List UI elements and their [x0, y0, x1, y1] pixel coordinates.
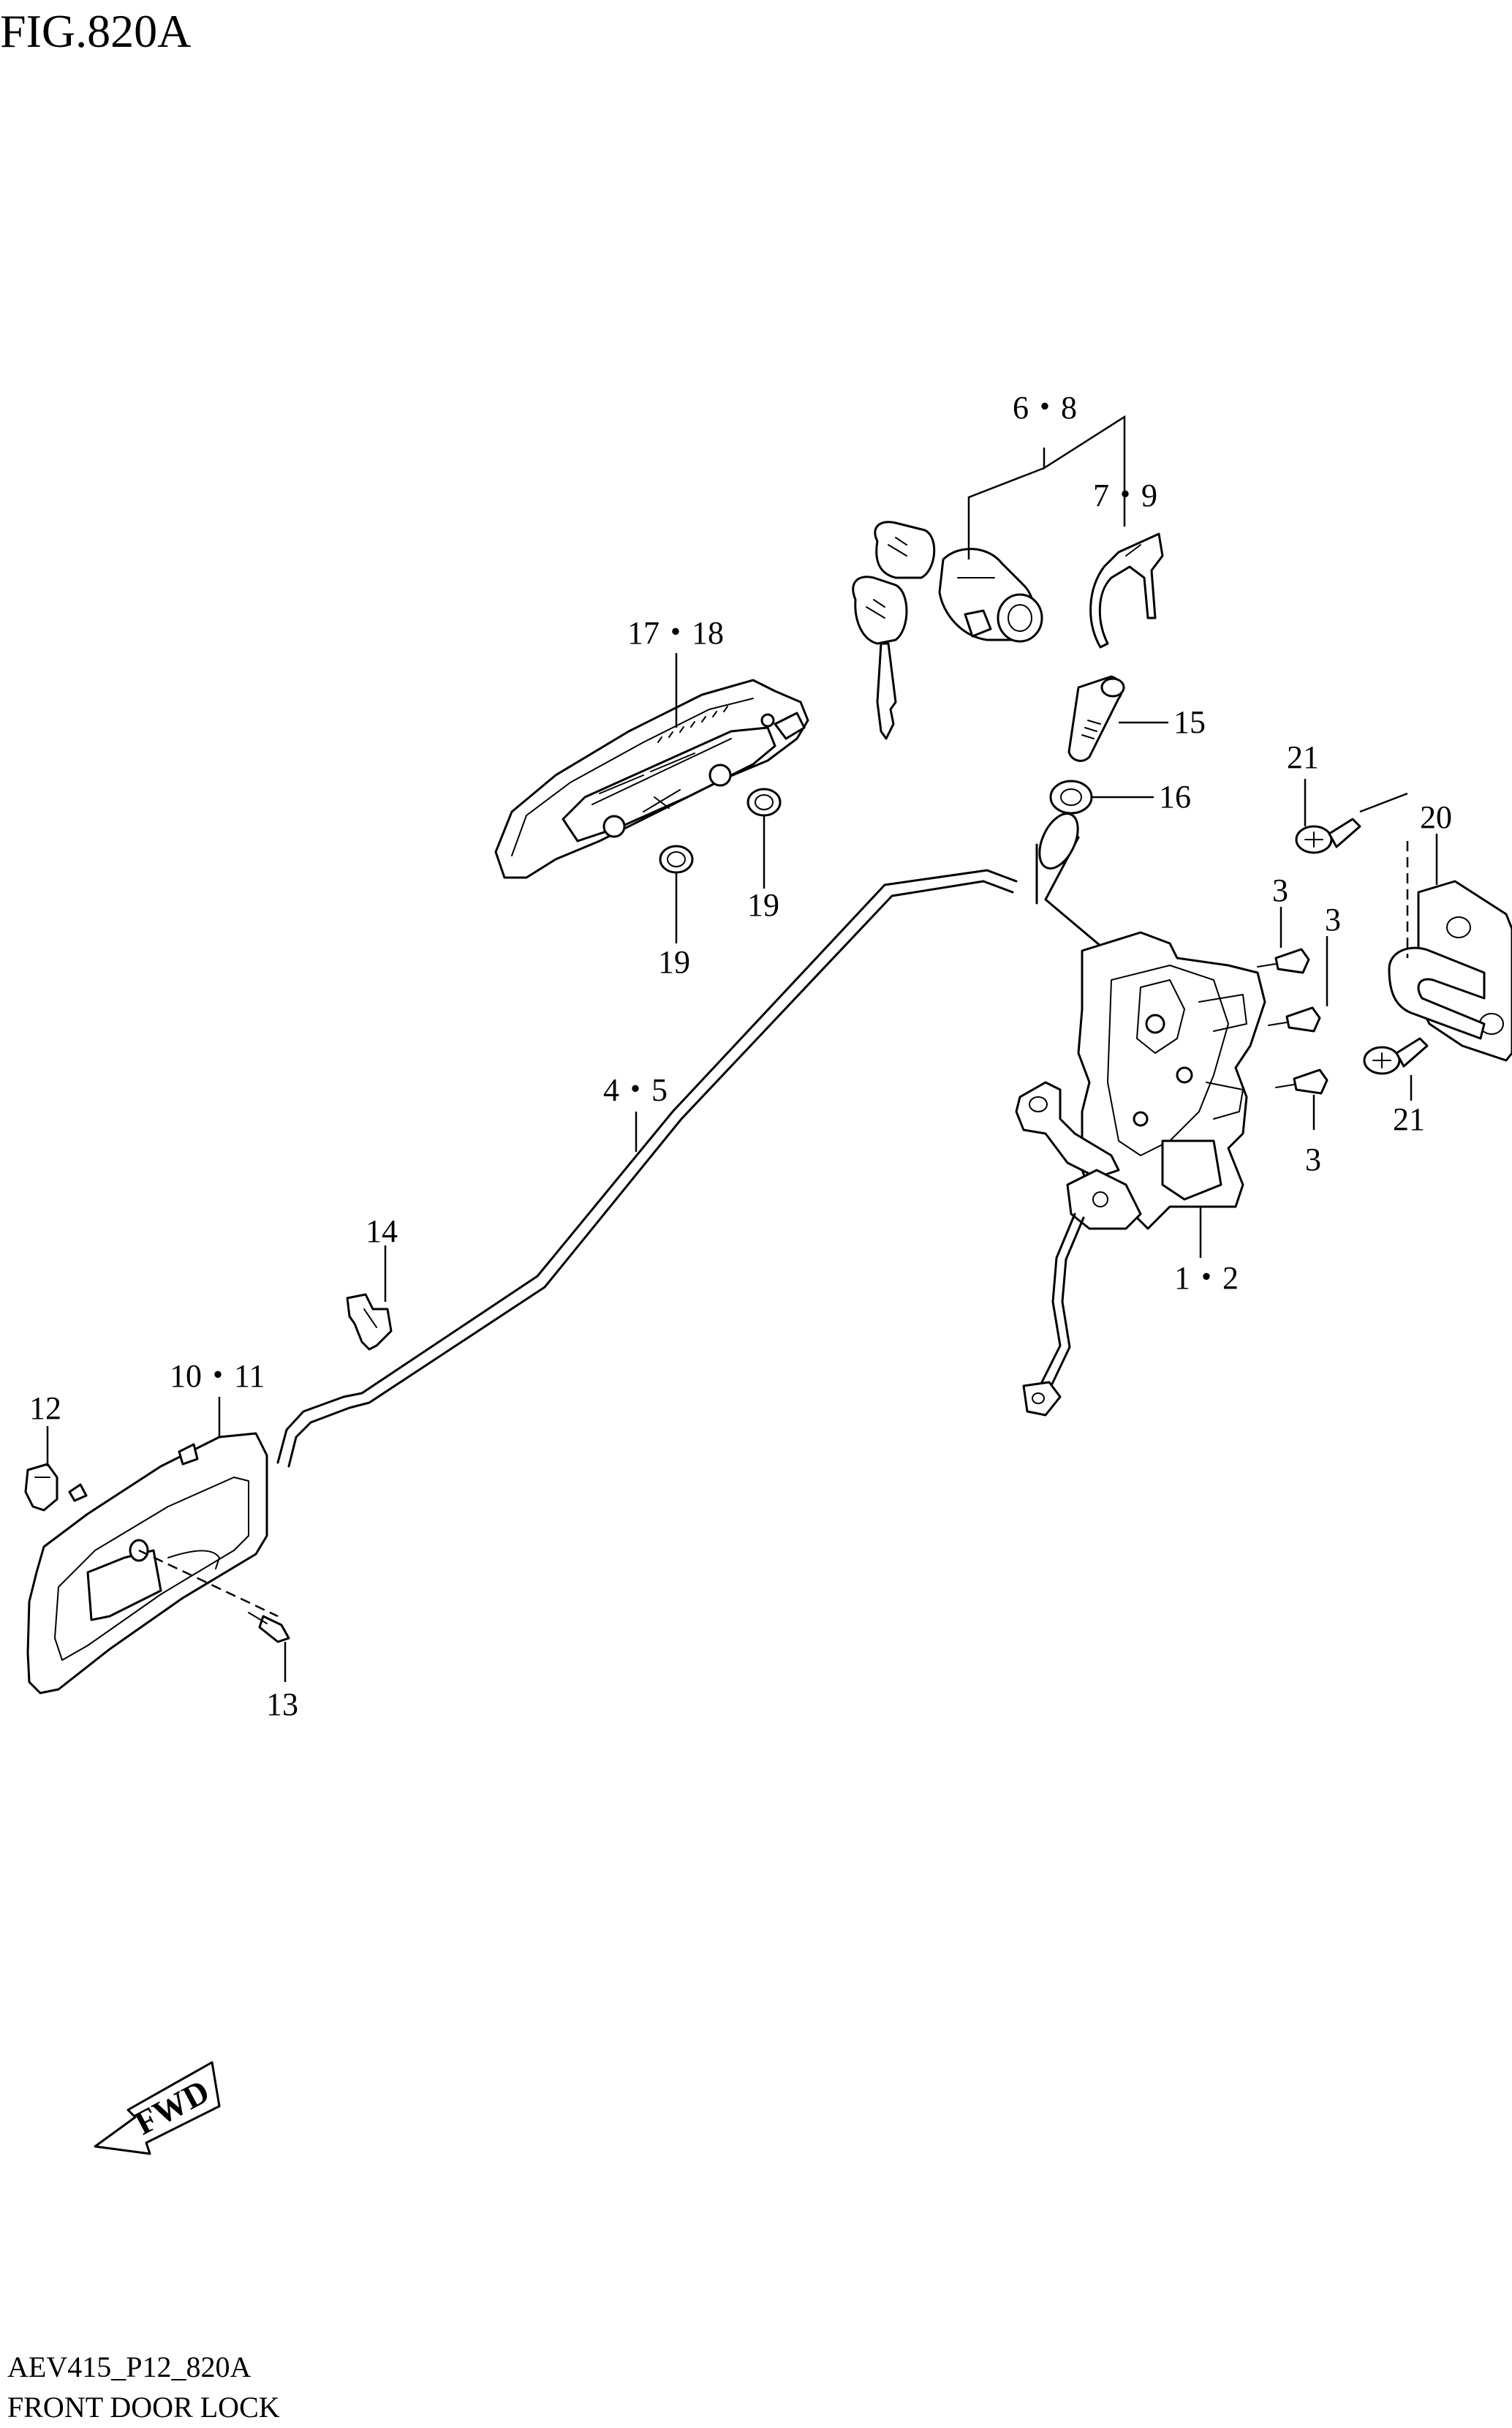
callout-16: 16: [1159, 779, 1191, 815]
handle-nut-left: [659, 845, 694, 874]
key-set: [852, 521, 1043, 740]
handle-nut-right: [746, 788, 782, 817]
callout-4-5: 4・5: [603, 1072, 668, 1108]
cylinder-retainer-clip: [1089, 532, 1164, 649]
callout-3-a: 3: [1272, 872, 1288, 908]
fwd-label: FWD: [129, 2072, 216, 2141]
callout-12: 12: [29, 1390, 61, 1426]
callout-21-lower: 21: [1393, 1101, 1425, 1137]
callout-19-right: 19: [747, 887, 779, 923]
striker-screw-lower: [1363, 1037, 1429, 1075]
callout-14: 14: [366, 1213, 398, 1249]
lock-screw-upper: [1257, 948, 1310, 974]
callout-15: 15: [1173, 704, 1206, 740]
callout-13: 13: [266, 1686, 298, 1722]
figure-title: FIG.820A: [0, 5, 191, 57]
striker-screw-upper: [1295, 818, 1361, 854]
callout-3-c: 3: [1305, 1142, 1321, 1177]
callout-3-b: 3: [1325, 902, 1341, 938]
callout-7-9: 7・9: [1093, 478, 1157, 513]
callout-21-upper: 21: [1287, 739, 1319, 775]
lock-screw-middle: [1268, 1006, 1321, 1033]
lock-screw-lower: [1275, 1068, 1328, 1095]
callout-6-8: 6・8: [1013, 390, 1077, 426]
inside-door-handle: [26, 1432, 268, 1694]
callout-17-18: 17・18: [627, 615, 724, 651]
callout-1-2: 1・2: [1174, 1260, 1239, 1296]
callout-19-left: 19: [658, 944, 690, 980]
figure-name: FRONT DOOR LOCK: [7, 2391, 280, 2424]
rod-end-pin: [1067, 675, 1125, 762]
figure-code: AEV415_P12_820A: [7, 2350, 251, 2383]
lock-control-rod: [276, 869, 1018, 1468]
callout-20: 20: [1420, 799, 1452, 835]
door-lock-assembly: [1015, 813, 1266, 1417]
rod-clip: [346, 1293, 393, 1351]
fwd-arrow-icon: FWD: [94, 2061, 221, 2155]
handle-screw: [248, 1612, 290, 1643]
door-striker: [1388, 880, 1512, 1062]
rod-bushing: [1049, 780, 1093, 815]
callout-10-11: 10・11: [170, 1358, 265, 1394]
handle-plug: [24, 1463, 58, 1512]
outside-door-handle: [494, 679, 809, 879]
